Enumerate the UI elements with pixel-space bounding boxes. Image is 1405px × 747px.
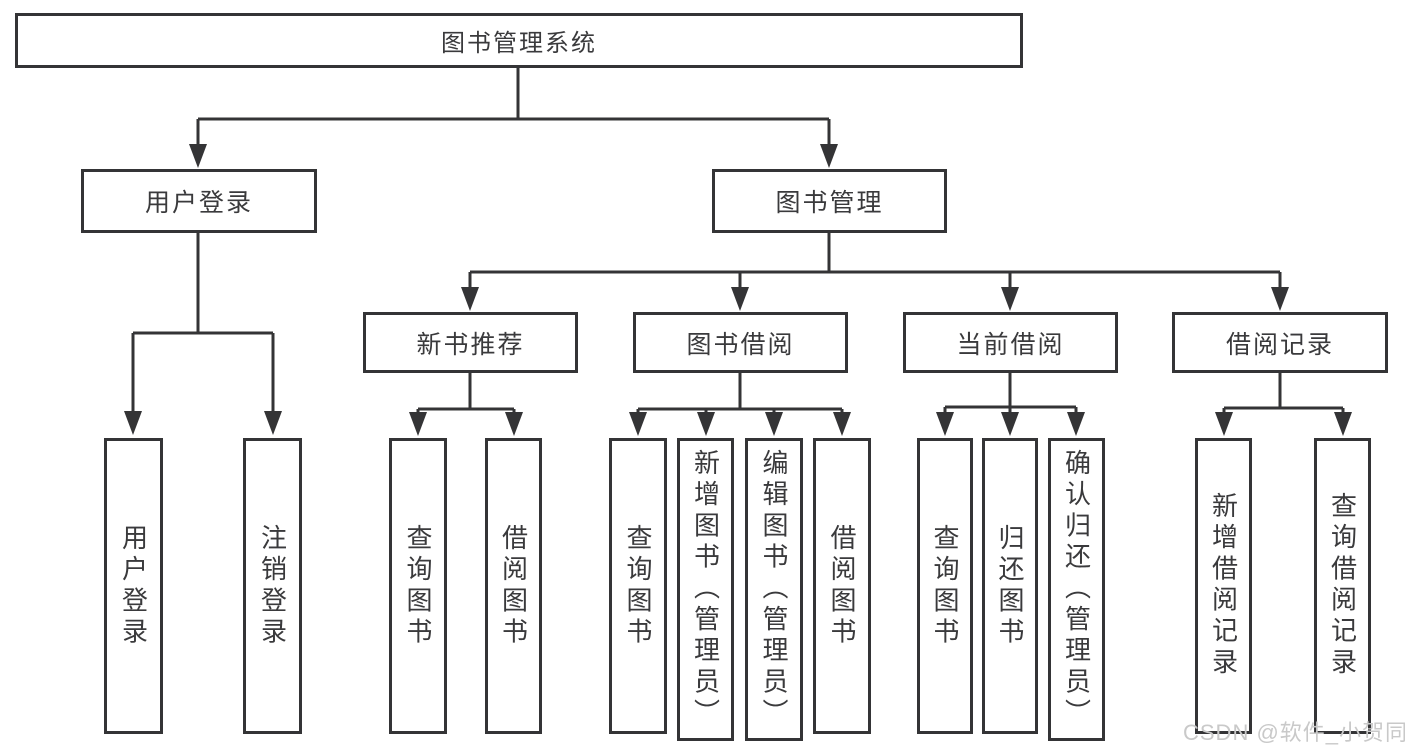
node-new-book-recommend: 新书推荐 (363, 312, 578, 373)
node-label: 查询图书 (930, 523, 960, 649)
node-label: 借阅图书 (827, 523, 857, 649)
node-label: 图书管理 (775, 189, 884, 217)
leaf-query-borrow-record: 查询借阅记录 (1314, 438, 1371, 734)
node-label: 查询图书 (623, 523, 653, 649)
leaf-logout: 注销登录 (243, 438, 302, 734)
connector-root (189, 68, 838, 168)
node-label: 注销登录 (257, 523, 288, 649)
leaf-borrow-books-1: 借阅图书 (485, 438, 542, 734)
node-label: 确认归还（管理员） (1061, 449, 1092, 730)
connector-new-book-recommend (409, 373, 523, 436)
leaf-confirm-return-admin: 确认归还（管理员） (1048, 438, 1105, 741)
node-label: 查询借阅记录 (1327, 492, 1358, 680)
node-label: 归还图书 (995, 523, 1025, 649)
node-label: 用户登录 (118, 523, 149, 649)
node-label: 借阅记录 (1225, 330, 1334, 359)
connector-book-borrow (629, 373, 851, 436)
node-label: 图书管理系统 (441, 30, 597, 57)
node-label: 图书借阅 (686, 330, 795, 359)
node-label: 新增借阅记录 (1208, 492, 1239, 680)
node-label: 当前借阅 (956, 330, 1065, 359)
node-label: 新增图书（管理员） (690, 449, 721, 730)
leaf-return-books: 归还图书 (982, 438, 1038, 734)
node-book-borrow: 图书借阅 (633, 312, 848, 373)
leaf-query-books-3: 查询图书 (917, 438, 973, 734)
leaf-user-login: 用户登录 (104, 438, 163, 734)
leaf-add-borrow-record: 新增借阅记录 (1195, 438, 1252, 734)
connector-current-borrow (936, 373, 1085, 436)
node-label: 用户登录 (144, 189, 253, 217)
leaf-add-books-admin: 新增图书（管理员） (677, 438, 734, 741)
leaf-query-books-1: 查询图书 (389, 438, 447, 734)
node-current-borrow: 当前借阅 (903, 312, 1118, 373)
node-label: 新书推荐 (416, 330, 525, 359)
node-borrow-records: 借阅记录 (1172, 312, 1388, 373)
connector-user-login (124, 233, 282, 435)
watermark: CSDN @软件_小贺同学 (1183, 720, 1405, 745)
node-library-system: 图书管理系统 (15, 13, 1023, 68)
node-user-login: 用户登录 (81, 169, 317, 233)
node-label: 借阅图书 (498, 523, 529, 649)
leaf-query-books-2: 查询图书 (609, 438, 667, 734)
node-label: 查询图书 (403, 523, 433, 649)
connector-borrow-records (1215, 373, 1352, 436)
node-label: 编辑图书（管理员） (759, 449, 789, 730)
node-book-management: 图书管理 (712, 169, 947, 233)
leaf-borrow-books-2: 借阅图书 (813, 438, 871, 734)
leaf-edit-books-admin: 编辑图书（管理员） (745, 438, 803, 741)
connector-book-management (461, 233, 1289, 311)
